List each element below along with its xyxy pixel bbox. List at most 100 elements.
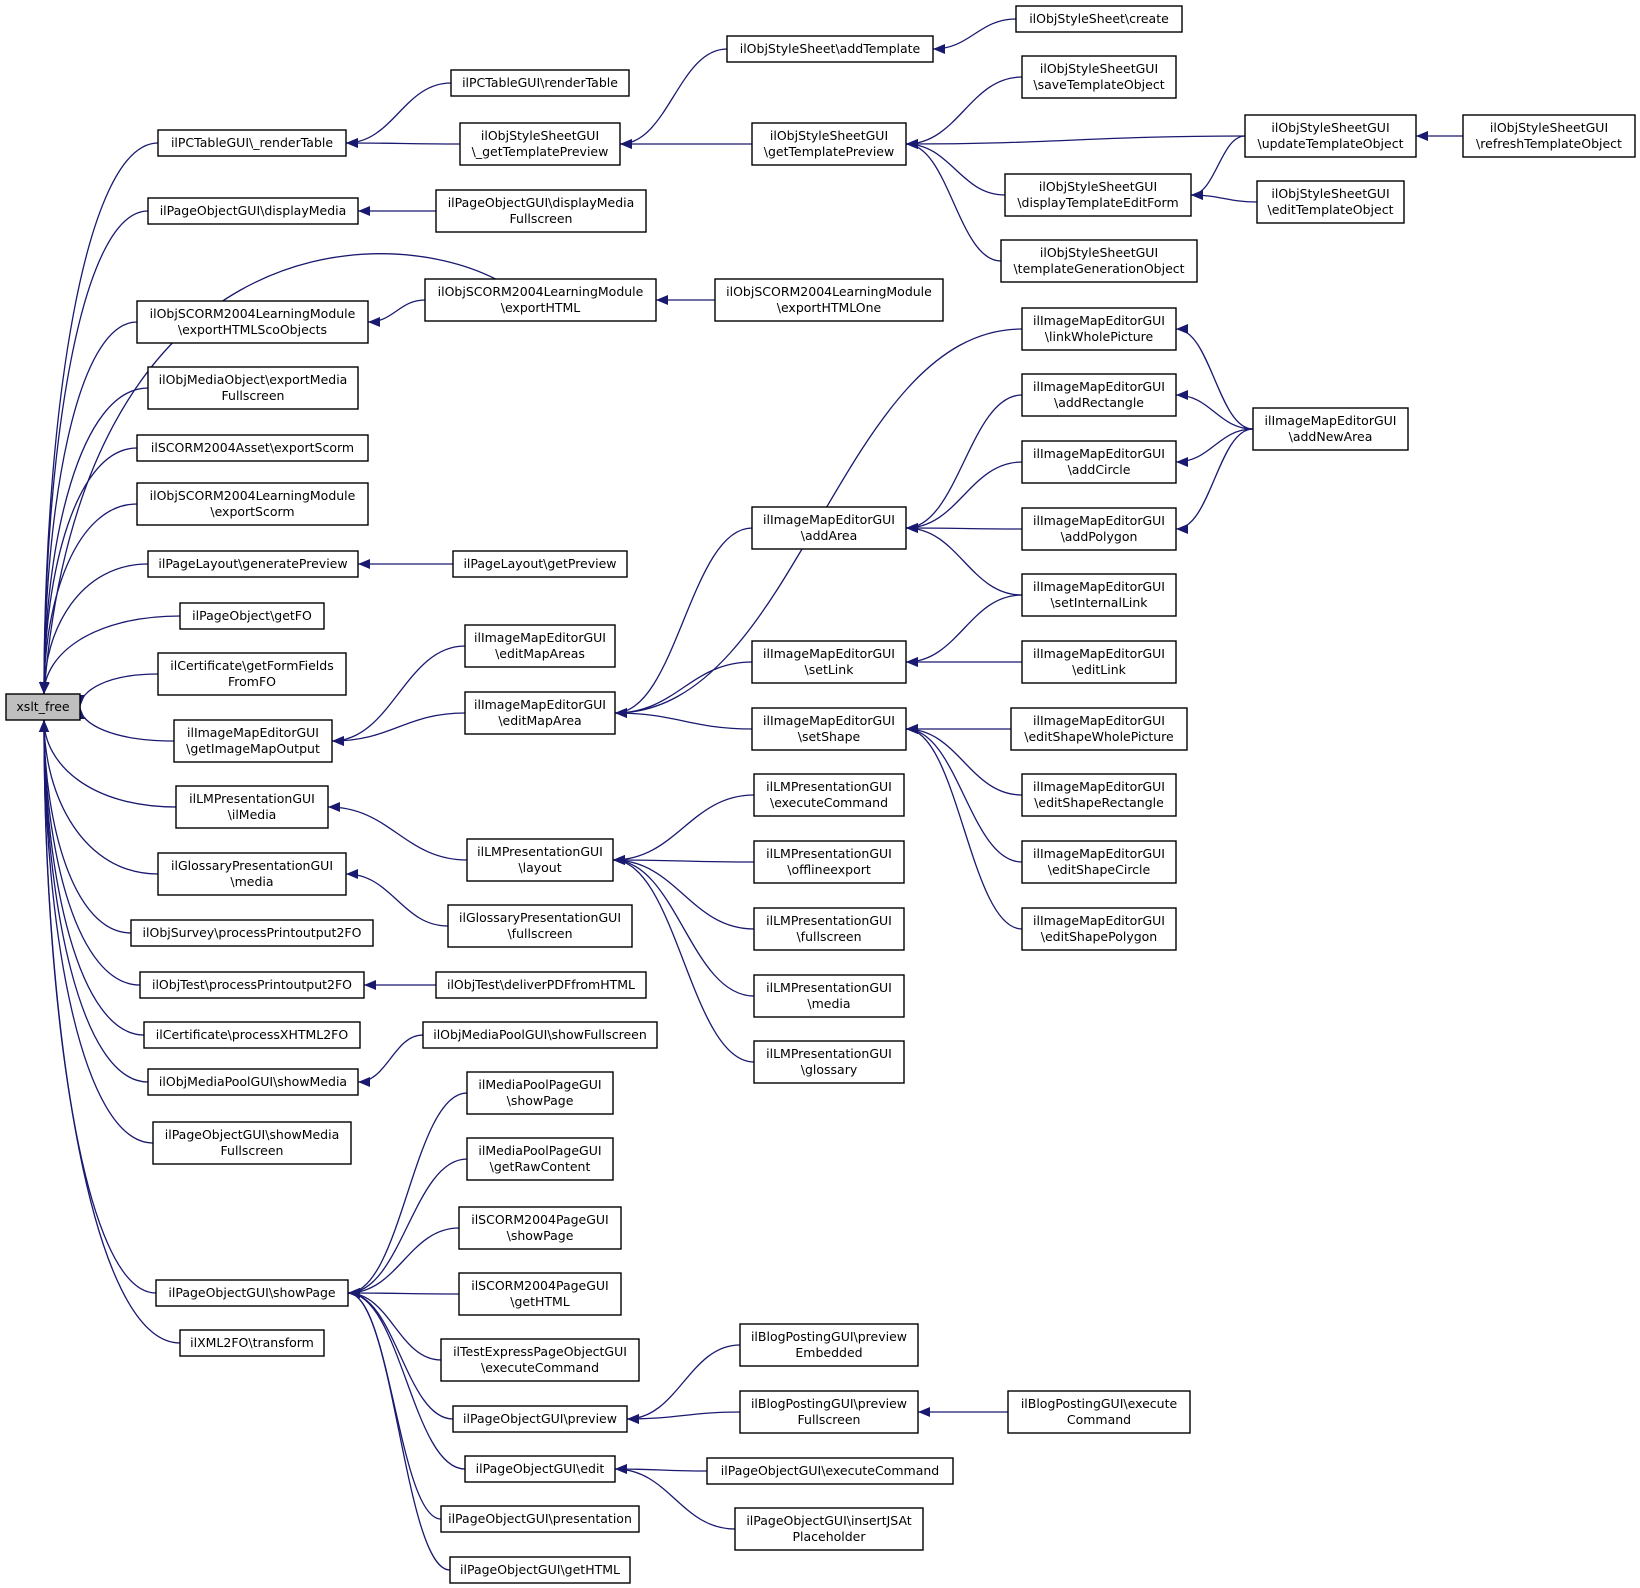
function-node[interactable]: ilPageLayout\getPreview bbox=[452, 550, 628, 578]
node-label: ilObjTest\deliverPDFfromHTML bbox=[447, 977, 635, 992]
node-label: ilBlogPostingGUI\execute bbox=[1021, 1396, 1178, 1411]
function-node[interactable]: ilObjStyleSheet\addTemplate bbox=[726, 35, 934, 63]
function-node[interactable]: ilPageLayout\generatePreview bbox=[147, 550, 359, 578]
function-node[interactable]: ilObjStyleSheet\create bbox=[1015, 5, 1183, 33]
node-box bbox=[136, 482, 369, 526]
node-box bbox=[143, 1021, 361, 1049]
function-node[interactable]: ilSCORM2004PageGUI\showPage bbox=[458, 1206, 622, 1250]
function-node[interactable]: ilSCORM2004Asset\exportScorm bbox=[136, 434, 369, 462]
function-node[interactable]: ilObjStyleSheetGUI\refreshTemplateObject bbox=[1462, 114, 1636, 158]
function-node[interactable]: ilObjMediaPoolGUI\showMedia bbox=[147, 1068, 359, 1096]
function-node[interactable]: ilImageMapEditorGUI\addPolygon bbox=[1021, 507, 1177, 551]
node-label: ilObjSCORM2004LearningModule bbox=[438, 284, 644, 299]
function-node[interactable]: ilPageObjectGUI\preview bbox=[452, 1405, 628, 1433]
function-node[interactable]: ilImageMapEditorGUI\addRectangle bbox=[1021, 373, 1177, 417]
function-node[interactable]: ilPageObjectGUI\edit bbox=[464, 1455, 616, 1483]
function-node[interactable]: ilObjSCORM2004LearningModule\exportScorm bbox=[136, 482, 369, 526]
node-box bbox=[1000, 239, 1198, 283]
function-node[interactable]: ilObjStyleSheetGUI\displayTemplateEditFo… bbox=[1004, 173, 1192, 217]
function-node[interactable]: ilLMPresentationGUI\media bbox=[753, 974, 905, 1018]
node-label: ilPageObjectGUI\executeCommand bbox=[721, 1463, 939, 1478]
function-node[interactable]: ilImageMapEditorGUI\editShapePolygon bbox=[1021, 907, 1177, 951]
function-node[interactable]: ilObjTest\processPrintoutput2FO bbox=[139, 971, 365, 999]
node-label: ilLMPresentationGUI bbox=[766, 779, 892, 794]
function-node[interactable]: ilImageMapEditorGUI\linkWholePicture bbox=[1021, 307, 1177, 351]
function-node[interactable]: ilImageMapEditorGUI\addArea bbox=[751, 506, 907, 550]
function-node[interactable]: ilObjTest\deliverPDFfromHTML bbox=[435, 971, 647, 999]
function-node[interactable]: ilObjStyleSheetGUI\editTemplateObject bbox=[1256, 180, 1405, 224]
node-label: ilPageObjectGUI\preview bbox=[463, 1411, 617, 1426]
function-node[interactable]: ilImageMapEditorGUI\editMapArea bbox=[464, 691, 616, 735]
function-node[interactable]: ilLMPresentationGUI\layout bbox=[466, 838, 614, 882]
function-node[interactable]: ilObjSCORM2004LearningModule\exportHTMLS… bbox=[136, 300, 369, 344]
node-box bbox=[175, 785, 329, 829]
edge-n48-to-n27 bbox=[612, 855, 755, 930]
node-box bbox=[714, 278, 944, 322]
node-label: \setShape bbox=[798, 729, 861, 744]
function-node[interactable]: ilObjStyleSheetGUI\templateGenerationObj… bbox=[1000, 239, 1198, 283]
function-node[interactable]: ilImageMapEditorGUI\editMapAreas bbox=[464, 624, 616, 668]
function-node[interactable]: ilImageMapEditorGUI\editLink bbox=[1021, 640, 1177, 684]
function-node[interactable]: ilObjStyleSheetGUI\_getTemplatePreview bbox=[459, 122, 621, 166]
function-node[interactable]: ilImageMapEditorGUI\getImageMapOutput bbox=[173, 719, 333, 763]
function-node[interactable]: ilImageMapEditorGUI\setShape bbox=[751, 707, 907, 751]
function-node[interactable]: ilImageMapEditorGUI\setLink bbox=[751, 640, 907, 684]
function-node[interactable]: ilImageMapEditorGUI\setInternalLink bbox=[1021, 573, 1177, 617]
function-node[interactable]: ilGlossaryPresentationGUI\media bbox=[157, 852, 347, 896]
function-node[interactable]: ilPageObjectGUI\showPage bbox=[155, 1279, 349, 1307]
function-node[interactable]: ilObjMediaPoolGUI\showFullscreen bbox=[422, 1021, 658, 1049]
function-node[interactable]: ilImageMapEditorGUI\editShapeWholePictur… bbox=[1010, 707, 1188, 751]
function-node[interactable]: ilImageMapEditorGUI\editShapeRectangle bbox=[1021, 773, 1177, 817]
node-label: \getTemplatePreview bbox=[764, 144, 894, 159]
function-node[interactable]: ilMediaPoolPageGUI\getRawContent bbox=[466, 1137, 614, 1181]
function-node[interactable]: ilImageMapEditorGUI\addCircle bbox=[1021, 440, 1177, 484]
function-node[interactable]: ilXML2FO\transform bbox=[179, 1329, 325, 1357]
function-node[interactable]: ilPCTableGUI\_renderTable bbox=[157, 129, 347, 157]
function-node[interactable]: ilLMPresentationGUI\executeCommand bbox=[753, 773, 905, 817]
function-node[interactable]: ilBlogPostingGUI\executeCommand bbox=[1007, 1390, 1191, 1434]
function-node[interactable]: ilTestExpressPageObjectGUI\executeComman… bbox=[440, 1338, 640, 1382]
function-node[interactable]: ilLMPresentationGUI\ilMedia bbox=[175, 785, 329, 829]
edge-n17-to-n0 bbox=[39, 719, 154, 1144]
function-node[interactable]: ilObjSurvey\processPrintoutput2FO bbox=[130, 919, 374, 947]
function-node[interactable]: ilObjSCORM2004LearningModule\exportHTMLO… bbox=[714, 278, 944, 322]
function-node[interactable]: ilSCORM2004PageGUI\getHTML bbox=[458, 1272, 622, 1316]
function-node[interactable]: ilImageMapEditorGUI\editShapeCircle bbox=[1021, 840, 1177, 884]
edge-n4-to-n0 bbox=[39, 387, 149, 695]
node-box bbox=[1462, 114, 1636, 158]
function-node[interactable]: ilLMPresentationGUI\fullscreen bbox=[753, 907, 905, 951]
function-node[interactable]: ilPageObjectGUI\presentation bbox=[440, 1505, 640, 1533]
function-node[interactable]: ilPageObjectGUI\getHTML bbox=[449, 1556, 631, 1584]
function-node[interactable]: ilObjStyleSheetGUI\saveTemplateObject bbox=[1021, 55, 1177, 99]
node-label: \setLink bbox=[805, 662, 855, 677]
edge-n31-to-n18 bbox=[347, 1092, 468, 1298]
node-label: ilCertificate\getFormFields bbox=[170, 658, 333, 673]
node-box bbox=[458, 1272, 622, 1316]
function-node[interactable]: ilObjSCORM2004LearningModule\exportHTML bbox=[424, 278, 657, 322]
node-box bbox=[458, 1206, 622, 1250]
function-node[interactable]: ilObjStyleSheetGUI\getTemplatePreview bbox=[751, 122, 907, 166]
function-node[interactable]: ilGlossaryPresentationGUI\fullscreen bbox=[447, 904, 633, 948]
node-label: Fullscreen bbox=[222, 388, 285, 403]
node-box bbox=[1021, 507, 1177, 551]
root-node[interactable]: xslt_free bbox=[5, 693, 81, 721]
function-node[interactable]: ilImageMapEditorGUI\addNewArea bbox=[1252, 407, 1409, 451]
function-node[interactable]: ilPageObject\getFO bbox=[179, 602, 325, 630]
function-node[interactable]: ilLMPresentationGUI\offlineexport bbox=[753, 840, 905, 884]
function-node[interactable]: ilPageObjectGUI\displayMedia bbox=[147, 197, 359, 225]
node-label: Fullscreen bbox=[510, 211, 573, 226]
function-node[interactable]: ilPCTableGUI\renderTable bbox=[450, 69, 630, 97]
function-node[interactable]: ilPageObjectGUI\executeCommand bbox=[706, 1457, 954, 1485]
function-node[interactable]: ilMediaPoolPageGUI\showPage bbox=[466, 1071, 614, 1115]
node-label: \addRectangle bbox=[1054, 395, 1144, 410]
function-node[interactable]: ilObjStyleSheetGUI\updateTemplateObject bbox=[1244, 114, 1417, 158]
function-node[interactable]: ilCertificate\processXHTML2FO bbox=[143, 1021, 361, 1049]
function-node[interactable]: ilLMPresentationGUI\glossary bbox=[753, 1040, 905, 1084]
